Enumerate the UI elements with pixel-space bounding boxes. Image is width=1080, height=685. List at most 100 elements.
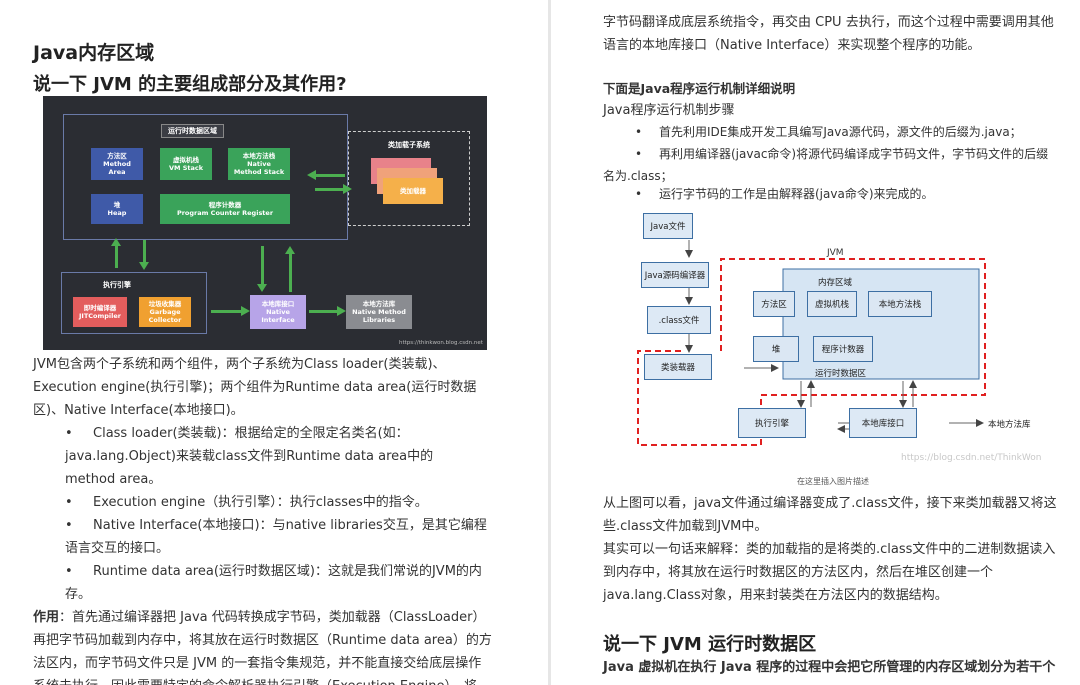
arrow-line-native-libs: [309, 310, 339, 313]
role-paragraph: 作用：首先通过编译器把 Java 代码转换成字节码，类加载器（ClassLoad…: [33, 606, 493, 685]
arrow-line-engine-down: [143, 240, 146, 264]
arrow-line-native-down: [261, 246, 264, 284]
native-iface-label-en2: Interface: [261, 316, 295, 324]
runtime-area-outline: [63, 114, 348, 240]
arrow-line-engine-native: [211, 310, 243, 313]
step-bullet-ide: 首先利用IDE集成开发工具编写Java源代码，源文件的后缀为.java；: [659, 125, 1022, 139]
bullet-native-interface: Native Interface(本地接口)：与native libraries…: [65, 518, 487, 556]
flow-runtime-area-label: 运行时数据区: [815, 369, 867, 379]
classloader-box: 类加载器: [383, 178, 443, 204]
classloader-subsystem-title: 类加载子系统: [388, 141, 430, 149]
step-bullet-javac: 再利用编译器(javac命令)将源代码编译成字节码文件，字节码文件的后缀名为.c…: [603, 147, 1049, 183]
step-bullet-java: 运行字节码的工作是由解释器(java命令)来完成的。: [659, 187, 934, 201]
page-divider: [548, 0, 551, 685]
flow-heap: 堆: [753, 336, 799, 362]
engine-outline: [61, 272, 207, 334]
native-libs-label-cn: 本地方法库: [362, 300, 396, 308]
jvm-intro-paragraph: JVM包含两个子系统和两个组件，两个子系统为Class loader(类装载)、…: [33, 357, 477, 418]
memory-area-panel: [782, 268, 980, 380]
flow-explanation-paragraph: 从上图可以看，java文件通过编译器变成了.class文件，接下来类加载器又将这…: [603, 496, 1057, 534]
role-label: 作用: [33, 610, 60, 625]
flow-jvm-label: JVM: [827, 248, 844, 258]
runtime-area-title: 运行时数据区域: [161, 124, 224, 138]
arrow-head-engine-native: [241, 306, 250, 316]
gc-label-en2: Collector: [148, 316, 182, 324]
flow-method-area: 方法区: [753, 291, 795, 317]
gc-label-en1: Garbage: [149, 308, 181, 316]
gc-box: 垃圾收集器 Garbage Collector: [139, 297, 191, 327]
method-area-box: 方法区 Method Area: [91, 148, 143, 180]
bullet-dot: •: [635, 187, 643, 201]
vm-stack-label-en: VM Stack: [168, 164, 204, 172]
native-interface-box: 本地库接口 Native Interface: [250, 295, 306, 329]
arrow-line-cl-in: [315, 174, 345, 177]
flow-native-lib: 本地方法库: [988, 420, 1031, 430]
arrow-head-native-up: [285, 246, 295, 254]
native-iface-label-en1: Native: [266, 308, 290, 316]
arrow-head-engine-up: [111, 238, 121, 246]
jit-label-cn: 即时编译器: [83, 304, 117, 312]
gc-label-cn: 垃圾收集器: [148, 300, 182, 308]
flow-compiler: Java源码编译器: [641, 262, 709, 288]
bullet-execution-engine: Execution engine（执行引擎）：执行classes中的指令。: [93, 495, 428, 510]
arrow-head-cl-in: [307, 170, 316, 180]
bullet-class-loader: Class loader(类装载)：根据给定的全限定名类名(如：java.lan…: [65, 426, 434, 487]
arrow-head-engine-down: [139, 262, 149, 270]
bullet-dot: •: [65, 426, 73, 441]
arrow-line-cl-out: [315, 188, 345, 191]
bullet-dot: •: [65, 495, 73, 510]
heap-label-cn: 堆: [113, 201, 121, 209]
question-heading-runtime-area: 说一下 JVM 运行时数据区: [603, 634, 817, 655]
method-area-label-en2: Area: [108, 168, 126, 176]
native-stack-label-en2: Method Stack: [233, 168, 285, 176]
right-page: 字节码翻译成底层系统指令，再交由 CPU 去执行，而这个过程中需要调用其他语言的…: [551, 0, 1080, 685]
classloader-label: 类加载器: [400, 187, 426, 195]
role-text: ：首先通过编译器把 Java 代码转换成字节码，类加载器（ClassLoader…: [33, 610, 492, 685]
arrow-head-native-libs: [337, 306, 346, 316]
arrow-head-native-down: [257, 284, 267, 292]
native-libs-label-en2: Libraries: [362, 316, 396, 324]
flow-class-file: .class文件: [647, 306, 711, 334]
heap-box: 堆 Heap: [91, 194, 143, 224]
native-stack-box: 本地方法栈 Native Method Stack: [228, 148, 290, 180]
pc-register-box: 程序计数器 Program Counter Register: [160, 194, 290, 224]
vm-stack-box: 虚拟机栈 VM Stack: [160, 148, 212, 180]
flow-java-file: Java文件: [643, 213, 693, 239]
native-libraries-box: 本地方法库 Native Method Libraries: [346, 295, 412, 329]
jit-label-en: JITCompiler: [78, 312, 121, 320]
native-stack-label-cn: 本地方法栈: [242, 152, 276, 160]
jvm-dashed-boundary: [637, 258, 986, 446]
bullet-dot: •: [65, 564, 73, 579]
flow-engine: 执行引擎: [738, 408, 806, 438]
native-libs-label-en1: Native Method: [352, 308, 406, 316]
pc-label-cn: 程序计数器: [208, 201, 242, 209]
vm-stack-label-cn: 虚拟机栈: [173, 156, 199, 164]
arrow-head-cl-out: [343, 184, 352, 194]
question-heading-jvm-components: 说一下 JVM 的主要组成部分及其作用?: [33, 74, 347, 95]
pc-label-en: Program Counter Register: [176, 209, 274, 217]
run-mechanism-heading: 下面是Java程序运行机制详细说明: [603, 81, 796, 96]
bullet-dot: •: [635, 125, 643, 139]
bullet-dot: •: [65, 518, 73, 533]
bytecode-continuation-paragraph: 字节码翻译成底层系统指令，再交由 CPU 去执行，而这个过程中需要调用其他语言的…: [603, 15, 1054, 53]
flow-pc: 程序计数器: [813, 336, 873, 362]
native-stack-label-en1: Native: [247, 160, 271, 168]
engine-title: 执行引擎: [103, 281, 131, 289]
flow-memory-title: 内存区域: [818, 278, 853, 288]
classloader-outline: [348, 131, 470, 226]
method-area-label-en1: Method: [103, 160, 131, 168]
jvm-architecture-figure: 运行时数据区域 方法区 Method Area 虚拟机栈 VM Stack 本地…: [43, 96, 487, 350]
run-mechanism-subheading: Java程序运行机制步骤: [603, 103, 735, 118]
image-caption: 在这里插入图片描述: [797, 477, 869, 486]
flow-watermark: https://blog.csdn.net/ThinkWon: [901, 453, 1042, 463]
left-page: Java内存区域 说一下 JVM 的主要组成部分及其作用? 运行时数据区域 方法…: [33, 42, 493, 685]
flow-native-stack: 本地方法栈: [868, 291, 932, 317]
arrow-line-native-up: [289, 254, 292, 292]
native-iface-label-cn: 本地库接口: [261, 300, 295, 308]
runtime-area-intro: Java 虚拟机在执行 Java 程序的过程中会把它所管理的内存区域划分为若干个: [603, 660, 1056, 675]
flow-class-loader: 类装载器: [644, 354, 712, 380]
flow-vm-stack: 虚拟机栈: [807, 291, 857, 317]
section-title-memory: Java内存区域: [33, 42, 155, 64]
heap-label-en: Heap: [107, 209, 127, 217]
jit-box: 即时编译器 JITCompiler: [73, 297, 127, 327]
